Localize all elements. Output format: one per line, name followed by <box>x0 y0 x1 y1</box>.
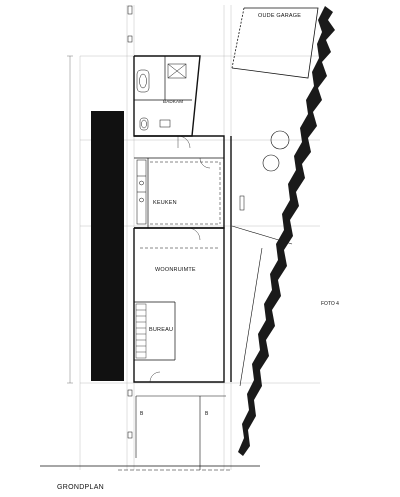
door-swings <box>149 135 211 383</box>
survey-markers <box>127 5 245 439</box>
neighbour-wall <box>91 111 124 381</box>
overhang-dashed <box>140 161 221 249</box>
front-area <box>40 395 260 471</box>
garage-label: OUDE GARAGE <box>258 13 302 19</box>
living-label: WOONRUIMTE <box>155 267 196 273</box>
photo-marker-label: FOTO 4 <box>321 301 339 307</box>
kitchen-counter <box>136 159 147 225</box>
bathroom-label: BADKAM <box>163 99 184 104</box>
section-mark-right: B <box>205 411 209 417</box>
plan-title: GRONDPLAN <box>57 484 105 491</box>
section-mark-left: B <box>140 411 144 417</box>
bathroom-fixtures <box>136 63 187 131</box>
garage-outline <box>231 7 319 79</box>
stairs <box>135 303 147 359</box>
garden-trees <box>262 130 290 172</box>
office-label: BUREAU <box>149 327 174 333</box>
interior-partitions <box>134 56 224 361</box>
dimension-line-left <box>67 55 73 384</box>
kitchen-label: KEUKEN <box>153 200 177 206</box>
hedge-boundary <box>238 6 335 456</box>
